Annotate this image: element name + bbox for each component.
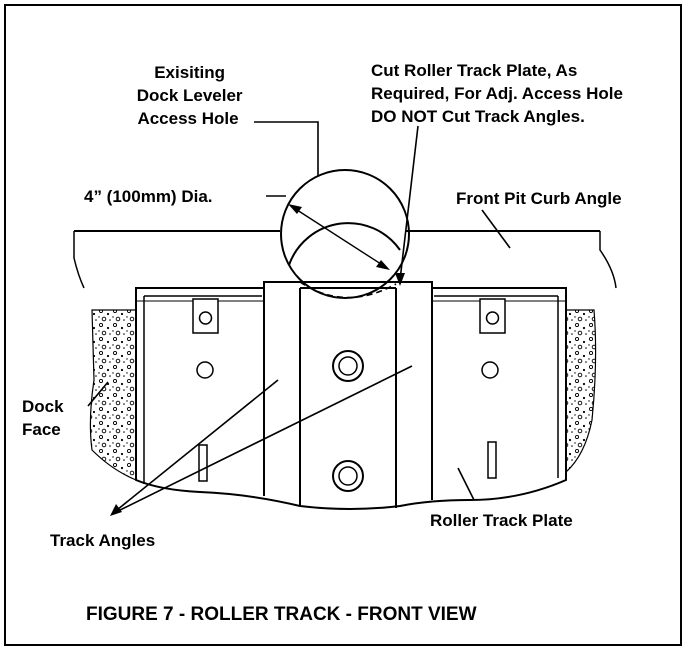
figure-caption: FIGURE 7 - ROLLER TRACK - FRONT VIEW	[86, 604, 477, 625]
track-angles-label: Track Angles	[50, 531, 155, 550]
center-bolts	[332, 350, 364, 492]
roller-track-plate-label: Roller Track Plate	[430, 511, 573, 530]
dock-face-concrete	[89, 309, 597, 481]
diameter-label: 4” (100mm) Dia.	[84, 187, 213, 206]
cut-note-label: Cut Roller Track Plate, As Required, For…	[371, 61, 628, 126]
leader-lines	[87, 121, 511, 516]
dock-face-label: Dock Face	[22, 397, 68, 439]
mounting-tabs	[192, 298, 506, 334]
plate-slots	[198, 441, 497, 482]
access-hole	[280, 169, 410, 299]
plate-holes	[196, 361, 499, 379]
access-hole-label: Exisiting Dock Leveler Access Hole	[137, 63, 248, 128]
front-pit-curb-angle	[73, 230, 617, 293]
front-pit-curb-angle-label: Front Pit Curb Angle	[456, 189, 622, 208]
